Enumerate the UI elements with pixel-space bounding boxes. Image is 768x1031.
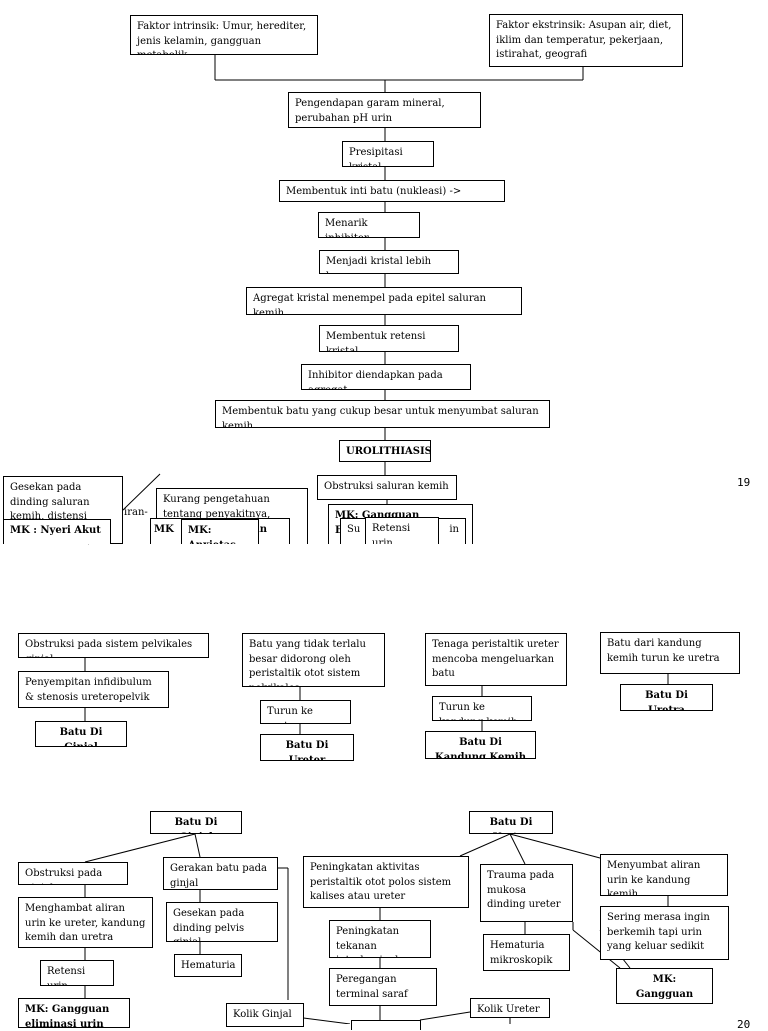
mk-anxiety: MK: Anxietas xyxy=(181,519,259,544)
nerve-stretch-box: Peregangan terminal saraf xyxy=(329,968,437,1006)
step-inhibitor-deposited: Inhibitor diendapkan pada agregat xyxy=(301,364,471,390)
descend-ureter-box: Turun ke ureter xyxy=(260,700,351,724)
intraluminal-pressure-box: Peningkatan tekanan intraluminal xyxy=(329,920,431,958)
step-crystal-attach: Agregat kristal menempel pada epitel sal… xyxy=(246,287,522,315)
stone-movement-box: Gerakan batu pada ginjal xyxy=(163,857,278,890)
urine-retention-right-fragment: in xyxy=(449,524,459,535)
mk-acute-pain: MK : Nyeri Akut xyxy=(3,519,111,544)
page-number-19: 19 xyxy=(737,476,751,489)
urine-retention-left-fragment: Su xyxy=(347,524,361,535)
urine-retention-box: Retensi urin xyxy=(365,517,439,544)
infundibulum-stenosis-box: Penyempitan infidibulum & stenosis urete… xyxy=(18,671,169,708)
mk-anxiety-prefix: MK xyxy=(154,524,174,535)
kidney-obstruction-box: Obstruksi pada ginjal xyxy=(18,862,128,885)
step-nucleation: Membentuk inti batu (nukleasi) -> agrega… xyxy=(279,180,505,202)
ureter-peristaltic-box: Tenaga peristaltik ureter mencoba mengel… xyxy=(425,633,567,686)
urine-flow-blocked-bladder-box: Menyumbat aliran urin ke kandung kemih xyxy=(600,854,728,896)
pain-box-partial xyxy=(351,1020,421,1030)
ureteral-colic-box: Kolik Ureter xyxy=(470,998,550,1018)
urinary-obstruction-box: Obstruksi saluran kemih xyxy=(317,475,457,500)
urine-flow-blocked-box: Menghambat aliran urin ke ureter, kandun… xyxy=(18,897,153,948)
result-kidney-stone: Batu Di Ginjal xyxy=(35,721,127,747)
peristaltic-push-box: Batu yang tidak terlalu besar didorong o… xyxy=(242,633,385,687)
mucosa-trauma-box: Trauma pada mukosa dinding ureter xyxy=(480,864,573,922)
step-attract-inhibitor: Menarik inhibitor xyxy=(318,212,420,238)
step-mineral-deposition: Pengendapan garam mineral, perubahan pH … xyxy=(288,92,481,128)
urine-retention-p2-box: Retensi urin xyxy=(40,960,114,986)
ureter-stone-title: Batu Di Ureter xyxy=(469,811,553,834)
bladder-to-urethra-box: Batu dari kandung kemih turun ke uretra xyxy=(600,632,740,674)
hematuria-box: Hematuria xyxy=(174,954,242,977)
mk-elimination-ureter-box: MK: Gangguan Eliminasi urin xyxy=(616,968,713,1004)
peristaltic-activity-box: Peningkatan aktivitas peristaltik otot p… xyxy=(303,856,469,908)
step-crystal-precipitation: Presipitasi kristal xyxy=(342,141,434,167)
renal-colic-box: Kolik Ginjal xyxy=(226,1003,304,1027)
result-ureter-stone: Batu Di Ureter xyxy=(260,734,354,761)
step-stone-formation: Membentuk batu yang cukup besar untuk me… xyxy=(215,400,550,428)
mk-elimination-kidney-box: MK: Gangguan eliminasi urin xyxy=(18,998,130,1028)
microscopic-hematuria-box: Hematuria mikroskopik xyxy=(483,934,570,971)
friction-side-fragment: iran- xyxy=(124,507,148,518)
pelvicaliceal-obstruction-box: Obstruksi pada sistem pelvikales ginjal xyxy=(18,633,209,658)
page-number-20: 20 xyxy=(737,1018,751,1031)
result-bladder-stone: Batu Di Kandung Kemih xyxy=(425,731,536,759)
kidney-stone-title: Batu Di Ginjal xyxy=(150,811,242,834)
step-crystal-retention: Membentuk retensi kristal xyxy=(319,325,459,352)
intrinsic-factors-box: Faktor intrinsik: Umur, herediter, jenis… xyxy=(130,15,318,55)
extrinsic-factors-box: Faktor ekstrinsik: Asupan air, diet, ikl… xyxy=(489,14,683,67)
frequent-urge-box: Sering merasa ingin berkemih tapi urin y… xyxy=(600,906,729,960)
result-urethra-stone: Batu Di Uretra xyxy=(620,684,713,711)
descend-bladder-box: Turun ke kandung kemih xyxy=(432,696,532,721)
urolithiasis-box: UROLITHIASIS xyxy=(339,440,431,462)
step-larger-crystal: Menjadi kristal lebih besar xyxy=(319,250,459,274)
pelvis-friction-box: Gesekan pada dinding pelvis ginjal xyxy=(166,902,278,942)
